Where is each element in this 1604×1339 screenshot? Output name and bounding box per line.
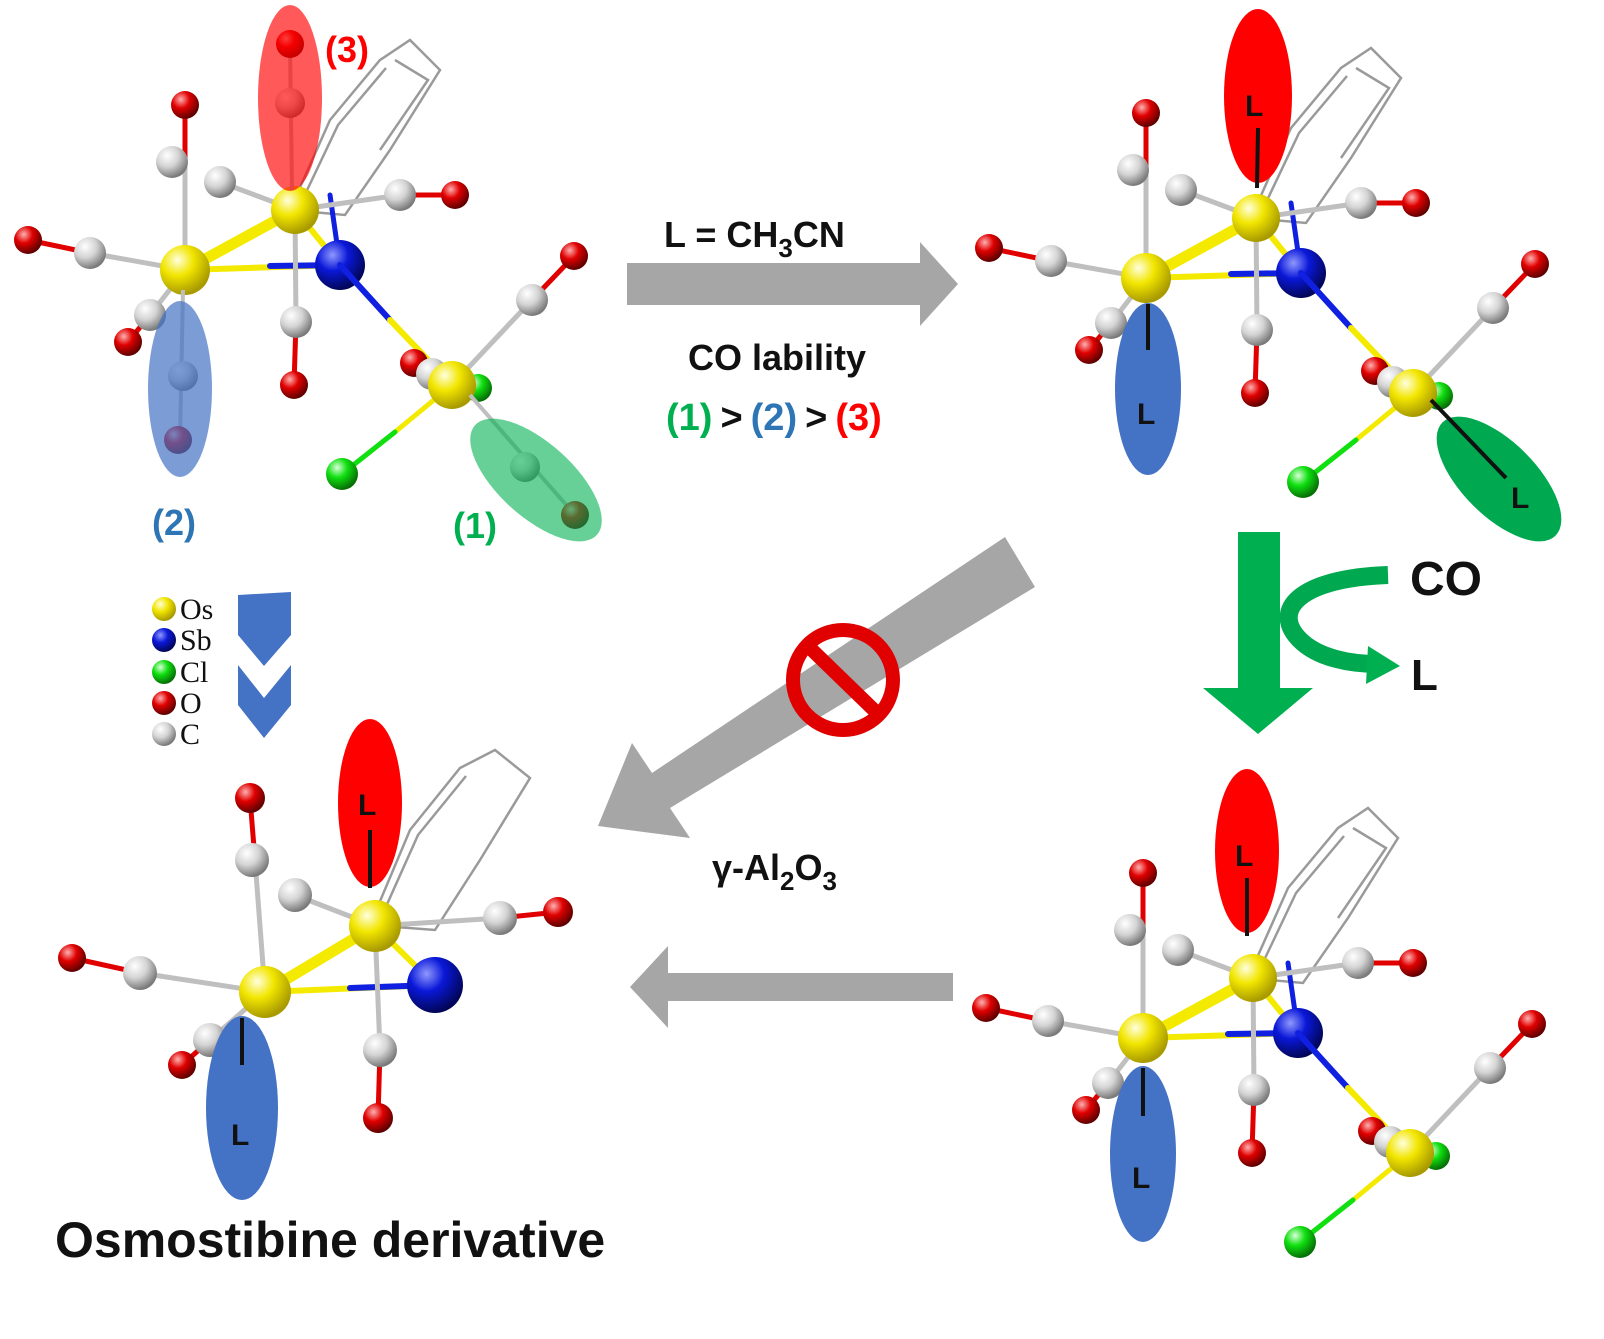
site-3-label: (3) [325,29,369,70]
ligand-site-2 [206,1016,278,1200]
legend-cl-swatch [152,660,176,684]
ligand-label-2: L [1137,398,1155,431]
co-site-1-highlight [470,418,602,542]
co-exchange-curve [1279,566,1389,673]
diagonal-arrow [598,537,1035,838]
incoming-co: CO [1410,553,1482,606]
ligand-definition: L = CH3CN [664,214,845,263]
reaction-1-annotation: L = CH3CN CO lability (1)>(2)>(3) [627,214,958,439]
exchange-arrowhead [1366,646,1400,684]
legend-c-swatch [152,722,176,746]
ligand-site-3 [1224,9,1292,183]
legend-sb-swatch [152,628,176,652]
starting-cluster: (3) (2) (1) [14,5,602,546]
backward-arrow [630,946,953,1028]
site-2-label: (2) [152,502,196,543]
ligand-site-2 [1110,1066,1176,1242]
atom-legend: Os Sb Cl O C [152,592,291,751]
reaction-3-annotation: γ-Al2O3 [630,847,953,1028]
reaction-2-annotation: CO L [1203,532,1482,734]
legend-sb-label: Sb [180,624,212,657]
forward-arrow [627,242,958,326]
osmostibine-product: L L [58,719,573,1200]
ligand-site-1 [1436,416,1562,542]
chevron-down-icon-2 [238,665,291,738]
ligand-label-3: L [1245,90,1263,123]
ligand-label-2: L [231,1119,249,1152]
site-1-label: (1) [453,505,497,546]
legend-os-swatch [152,597,176,621]
bis-acetonitrile-cluster: L L [972,769,1546,1258]
legend-os-label: Os [180,593,213,626]
ligand-label-3: L [1235,840,1253,873]
ligand-site-3 [338,719,402,887]
legend-cl-label: Cl [180,656,208,689]
leaving-ligand: L [1411,651,1438,700]
downward-arrow [1203,532,1313,734]
ligand-label-3: L [358,789,376,822]
ligand-site-2 [1115,303,1181,475]
co-site-3-highlight [258,5,322,191]
legend-o-label: O [180,687,202,720]
chevron-down-icon [238,592,291,666]
cluster-core [972,808,1427,1167]
legend-o-swatch [152,691,176,715]
product-caption: Osmostibine derivative [55,1212,605,1268]
ligand-label-1: L [1511,482,1529,515]
co-lability-title: CO lability [688,337,866,378]
legend-c-label: C [180,718,200,751]
blocked-direct-route [598,537,1035,838]
tris-acetonitrile-cluster: L L L [975,9,1562,542]
ligand-site-3 [1215,769,1279,933]
os-dichloride-fragment [1284,1010,1546,1258]
lability-order: (1)>(2)>(3) [666,397,882,439]
ligand-label-2: L [1132,1162,1150,1195]
cluster-core [975,48,1430,407]
cluster-core [14,40,469,399]
prohibited-icon [786,623,900,737]
alumina-support: γ-Al2O3 [712,847,837,896]
co-site-2-highlight [148,301,212,477]
